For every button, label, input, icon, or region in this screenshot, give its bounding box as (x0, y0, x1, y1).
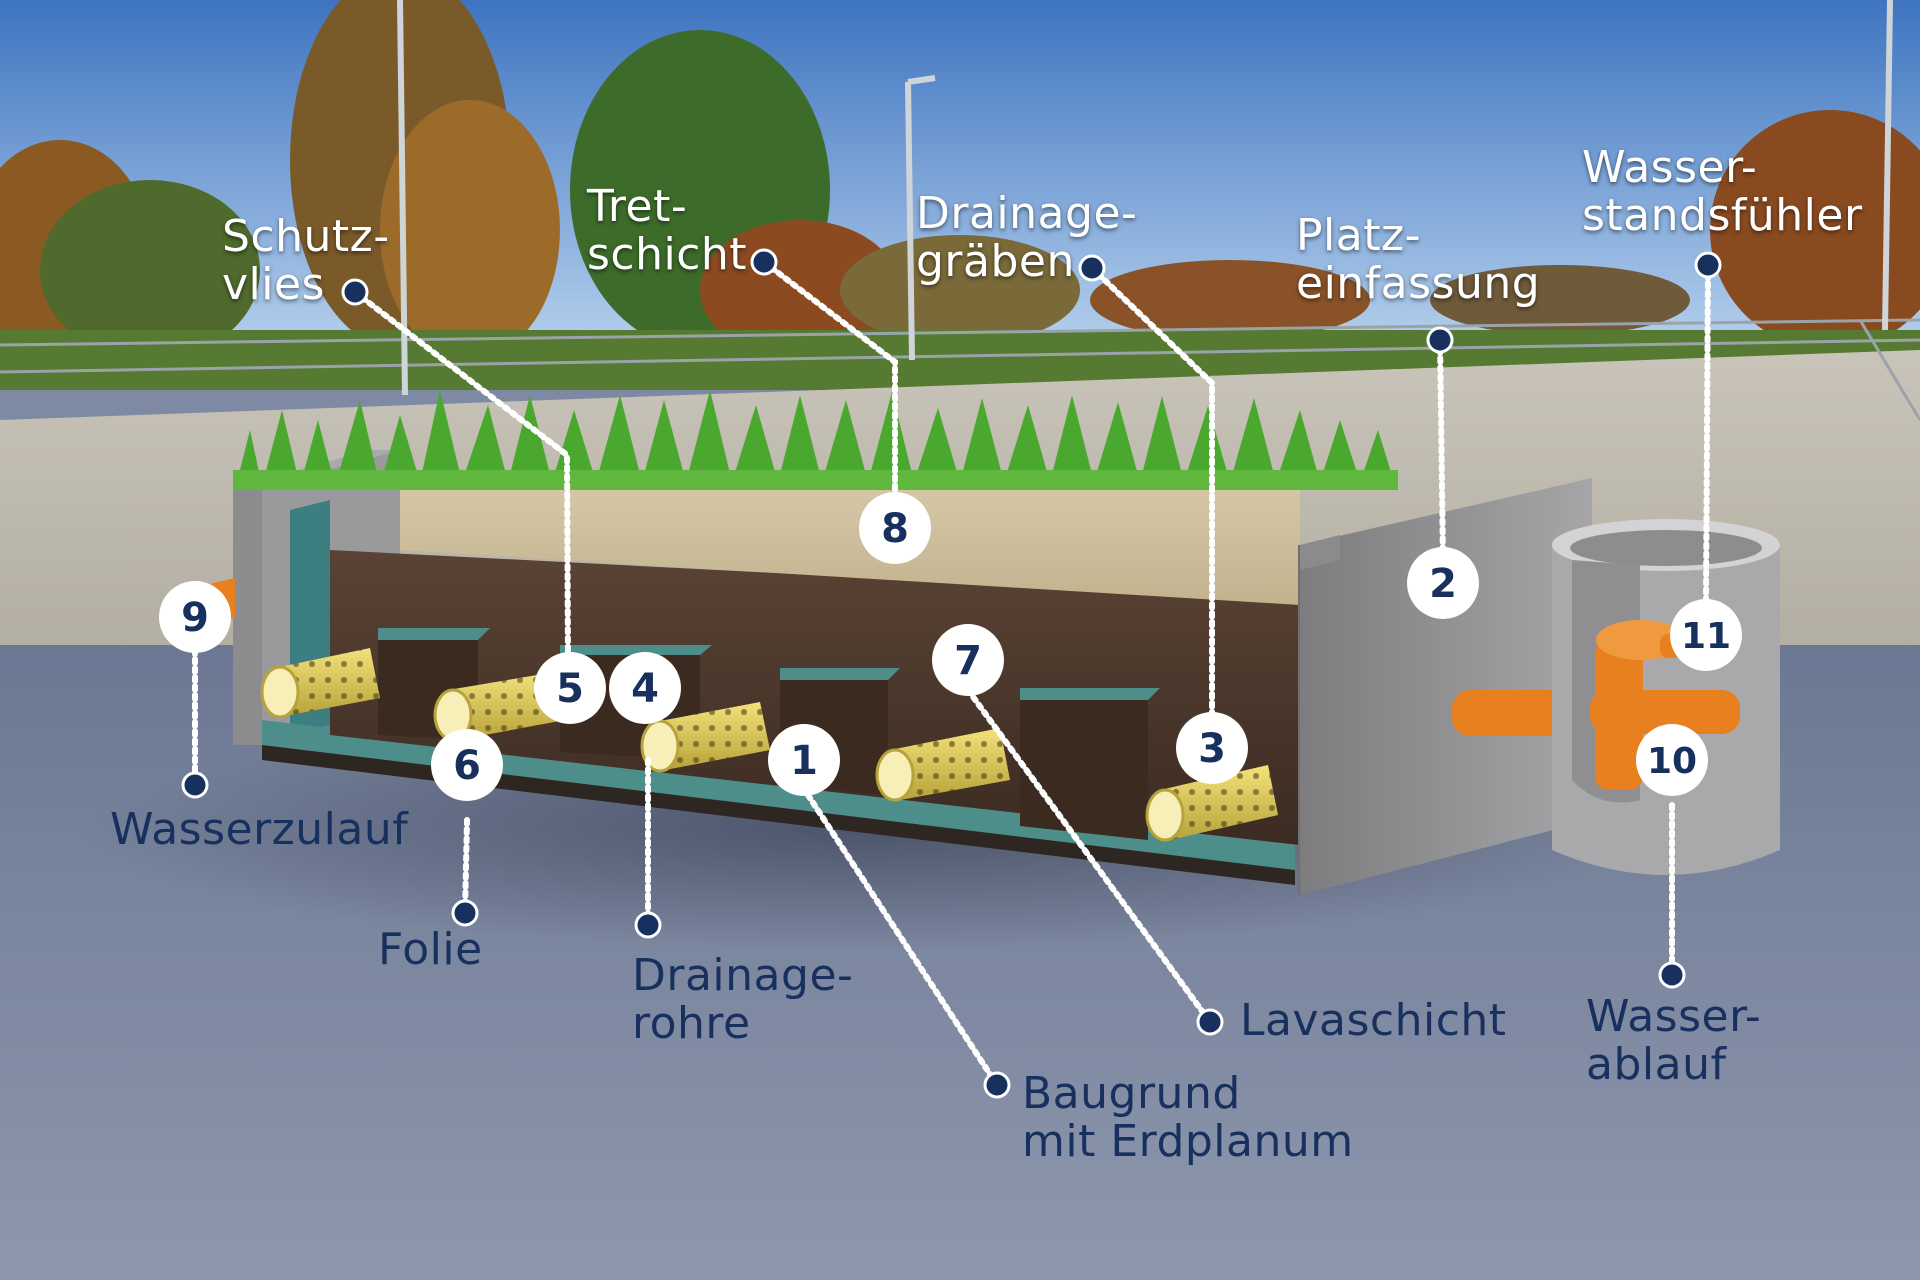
label-schutzvlies-line-2: vlies (222, 259, 325, 310)
label-platzeinfassung-line-1: Platz- (1296, 210, 1421, 261)
label-tretschicht: Tret- schicht (587, 183, 747, 279)
left-wall-face (233, 488, 262, 745)
badge-4: 4 (609, 652, 681, 724)
label-wasserablauf-line-2: ablauf (1586, 1039, 1727, 1090)
badge-2-text: 2 (1429, 561, 1457, 607)
label-baugrund-line-2: mit Erdplanum (1022, 1116, 1354, 1167)
fence (0, 318, 1920, 421)
badge-6: 6 (431, 729, 503, 801)
dot-schutzvlies (341, 278, 369, 306)
label-lavaschicht: Lavaschicht (1240, 997, 1507, 1045)
badge-7-text: 7 (954, 638, 982, 684)
dot-wasserstandsfuehler (1694, 251, 1722, 279)
grass (236, 390, 1394, 486)
leader-tretschicht (761, 259, 898, 498)
badge-7: 7 (932, 624, 1004, 696)
label-drainagerohre-line-1: Drainage- (632, 950, 854, 1001)
dot-tretschicht (750, 248, 778, 276)
badge-9: 9 (159, 581, 231, 653)
label-drainagegraeben-line-1: Drainage- (916, 188, 1138, 239)
leader-baugrund (805, 792, 1000, 1088)
label-drainagerohre: Drainage- rohre (632, 952, 853, 1048)
label-platzeinfassung: Platz- einfassung (1296, 212, 1540, 308)
label-baugrund: Baugrund mit Erdplanum (1022, 1070, 1354, 1166)
label-folie: Folie (378, 926, 483, 974)
label-wasserstandsfuehler: Wasser- standsfühler (1582, 144, 1863, 240)
leader-dots (181, 248, 1722, 1099)
badge-9-text: 9 (181, 595, 209, 641)
badge-8-text: 8 (881, 506, 909, 552)
dot-baugrund (983, 1071, 1011, 1099)
label-wasserstandsfuehler-line-2: standsfühler (1582, 190, 1863, 241)
badge-5: 5 (534, 652, 606, 724)
label-drainagegraeben: Drainage- gräben (916, 190, 1137, 286)
cross-section-box (233, 390, 1592, 895)
badge-1: 1 (768, 724, 840, 796)
label-wasserablauf: Wasser- ablauf (1586, 993, 1761, 1089)
dot-wasserablauf (1658, 961, 1686, 989)
leader-folie (462, 817, 470, 916)
label-folie-line-1: Folie (378, 924, 483, 975)
label-tretschicht-line-1: Tret- (587, 181, 688, 232)
badge-2: 2 (1407, 547, 1479, 619)
dot-folie (451, 899, 479, 927)
dot-lavaschicht (1196, 1008, 1224, 1036)
leader-schutzvlies (352, 289, 571, 665)
label-wasserstandsfuehler-line-1: Wasser- (1582, 142, 1758, 193)
dot-platzeinfassung (1426, 326, 1454, 354)
leader-lavaschicht (965, 687, 1213, 1025)
leader-drainagegraeben (1089, 265, 1215, 723)
label-wasserzulauf-line-1: Wasserzulauf (110, 804, 409, 855)
badge-10: 10 (1636, 724, 1708, 796)
dot-wasserzulauf (181, 771, 209, 799)
badge-6-text: 6 (453, 743, 481, 789)
leader-platzeinfassung (1437, 337, 1446, 563)
dot-drainagegraeben (1078, 254, 1106, 282)
badge-11: 11 (1670, 599, 1742, 671)
badge-11-text: 11 (1681, 616, 1731, 657)
label-wasserablauf-line-1: Wasser- (1586, 991, 1762, 1042)
label-wasserzulauf: Wasserzulauf (110, 806, 408, 854)
badge-3: 3 (1176, 712, 1248, 784)
label-baugrund-line-1: Baugrund (1022, 1068, 1241, 1119)
label-platzeinfassung-line-2: einfassung (1296, 258, 1541, 309)
badge-10-text: 10 (1647, 741, 1697, 782)
label-drainagegraeben-line-2: gräben (916, 236, 1075, 287)
badge-8: 8 (859, 492, 931, 564)
label-lavaschicht-line-1: Lavaschicht (1240, 995, 1507, 1046)
leader-wasserstandsfuehler (1703, 262, 1711, 603)
tread-layer (400, 475, 1300, 605)
label-schutzvlies-line-1: Schutz- (222, 211, 390, 262)
badge-3-text: 3 (1198, 726, 1226, 772)
label-schutzvlies: Schutz- vlies (222, 213, 390, 309)
badge-5-text: 5 (556, 666, 584, 712)
badge-1-text: 1 (790, 738, 818, 784)
right-wall (1300, 478, 1592, 895)
label-drainagerohre-line-2: rohre (632, 998, 751, 1049)
dot-drainagerohre (634, 911, 662, 939)
leader-lines (192, 259, 1711, 1088)
foil-layer (262, 720, 1295, 870)
label-tretschicht-line-2: schicht (587, 229, 748, 280)
badge-4-text: 4 (631, 666, 659, 712)
